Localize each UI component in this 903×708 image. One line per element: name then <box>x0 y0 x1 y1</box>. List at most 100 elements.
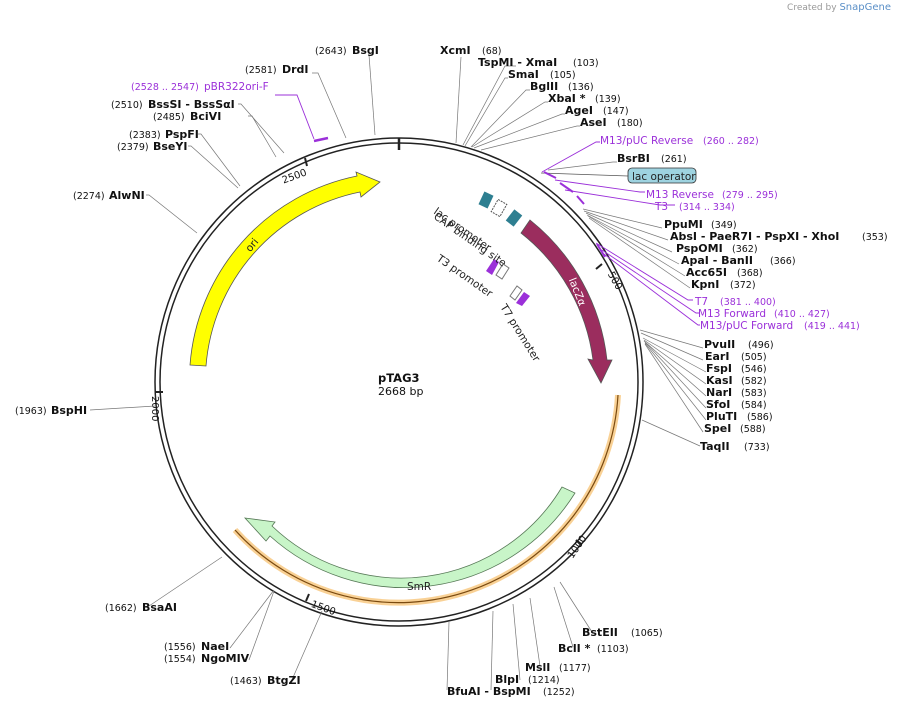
right-restriction-labels: XcmI (68) TspMI - XmaI (103) SmaI (105) … <box>440 44 888 698</box>
site-pvuii: PvuII <box>704 338 735 351</box>
site-blpi-pos: (1214) <box>528 675 560 686</box>
site-pvuii-pos: (496) <box>748 340 774 351</box>
site-bsrbi: BsrBI <box>617 152 650 165</box>
site-xbai: XbaI * <box>548 92 586 105</box>
site-smai-pos: (105) <box>550 70 576 81</box>
site-kpni: KpnI <box>691 278 719 291</box>
site-acc65i-pos: (368) <box>737 268 763 279</box>
site-spei: SpeI <box>704 422 731 435</box>
site-pspfi: PspFI <box>165 128 199 141</box>
primer-pbr322ori-f-pos: (2528 .. 2547) <box>131 82 199 93</box>
site-alwni-pos: (2274) <box>73 191 105 202</box>
site-absi-group-pos: (353) <box>862 232 888 243</box>
site-drdi: DrdI <box>282 63 309 76</box>
site-kpni-pos: (372) <box>730 280 756 291</box>
site-drdi-pos: (2581) <box>245 65 277 76</box>
site-leader-lines <box>89 54 707 691</box>
primer-m13-puc-reverse-pos: (260 .. 282) <box>703 136 759 147</box>
site-taqii-pos: (733) <box>744 442 770 453</box>
site-bsteii-pos: (1065) <box>631 628 663 639</box>
site-naei: NaeI <box>201 640 229 653</box>
scale-tick-1000: 1000 <box>566 534 590 561</box>
site-pspomi: PspOMI <box>676 242 723 255</box>
scale-label-500: 500 <box>605 270 624 292</box>
primer-m13-puc-forward-pos: (419 .. 441) <box>804 321 860 332</box>
site-bseyi: BseYI <box>153 140 187 153</box>
primer-t3-pos: (314 .. 334) <box>679 202 735 213</box>
lac-operator-label: lac operator <box>632 171 696 183</box>
left-restriction-labels: (2643) BsgI (2581) DrdI (2510) BssSI - B… <box>15 44 379 687</box>
site-bseyi-pos: (2379) <box>117 142 149 153</box>
site-ngomiv: NgoMIV <box>201 652 250 665</box>
site-bcivi: BciVI <box>190 110 221 123</box>
site-bglii-pos: (136) <box>568 82 594 93</box>
site-pspfi-pos: (2383) <box>129 130 161 141</box>
site-sfoi-pos: (584) <box>741 400 767 411</box>
primer-pbr322ori-f: pBR322ori-F <box>204 81 269 93</box>
site-xcmi: XcmI <box>440 44 471 57</box>
site-sfoi: SfoI <box>706 398 730 411</box>
site-blpi: BlpI <box>495 673 519 686</box>
site-bglii: BglII <box>530 80 558 93</box>
site-tspmi-xmai: TspMI - XmaI <box>478 56 557 69</box>
site-agei: AgeI <box>565 104 593 117</box>
scale-label-1000: 1000 <box>566 534 590 561</box>
primer-lines <box>275 94 700 326</box>
site-bsteii: BstEII <box>582 626 618 639</box>
site-kasi-pos: (582) <box>741 376 767 387</box>
site-bsaai: BsaAI <box>142 601 177 614</box>
plasmid-name: pTAG3 <box>378 371 420 385</box>
site-fspi-pos: (546) <box>741 364 767 375</box>
lac-operator-box: lac operator <box>540 167 697 184</box>
site-nari-pos: (583) <box>741 388 767 399</box>
site-xbai-pos: (139) <box>595 94 621 105</box>
site-bsssi-pos: (2510) <box>111 100 143 111</box>
site-tspmi-xmai-pos: (103) <box>573 58 599 69</box>
scale-tick-2000: 2000 <box>149 391 163 421</box>
site-apai-banii: ApaI - BanII <box>681 254 753 267</box>
primer-m13-forward-pos: (410 .. 427) <box>774 309 830 320</box>
site-alwni: AlwNI <box>109 189 145 202</box>
site-kasi: KasI <box>706 374 733 387</box>
scale-label-1500: 1500 <box>309 599 337 618</box>
primer-m13-reverse: M13 Reverse <box>646 189 714 201</box>
site-apai-banii-pos: (366) <box>770 256 796 267</box>
site-asei-pos: (180) <box>617 118 643 129</box>
site-bsphi: BspHI <box>51 404 87 417</box>
site-taqii: TaqII <box>700 440 730 453</box>
scale-tick-1500: 1500 <box>305 593 337 618</box>
site-msli: MslI <box>525 661 550 674</box>
site-bfuai-bspmi: BfuAI - BspMI <box>447 685 531 698</box>
primer-m13-puc-forward: M13/pUC Forward <box>700 320 793 332</box>
primer-m13-forward: M13 Forward <box>698 308 766 320</box>
site-btgzi: BtgZI <box>267 674 301 687</box>
site-xcmi-pos: (68) <box>482 46 502 57</box>
watermark-brand: SnapGene <box>839 2 891 13</box>
site-acc65i: Acc65I <box>686 266 727 279</box>
site-agei-pos: (147) <box>603 106 629 117</box>
primer-m13-reverse-pos: (279 .. 295) <box>722 190 778 201</box>
site-bsrbi-pos: (261) <box>661 154 687 165</box>
t3-promoter-glyph <box>486 259 510 280</box>
lac-promoter-glyph <box>478 191 523 227</box>
site-ngomiv-pos: (1554) <box>164 654 196 665</box>
site-asei: AseI <box>580 116 607 129</box>
site-spei-pos: (588) <box>740 424 766 435</box>
site-smai: SmaI <box>508 68 539 81</box>
site-nari: NarI <box>706 386 732 399</box>
site-bsgi: BsgI <box>352 44 379 57</box>
site-bcivi-pos: (2485) <box>153 112 185 123</box>
site-bsaai-pos: (1662) <box>105 603 137 614</box>
site-msli-pos: (1177) <box>559 663 591 674</box>
site-eari: EarI <box>705 350 729 363</box>
feature-smr-label: SmR <box>407 581 431 593</box>
site-bsphi-pos: (1963) <box>15 406 47 417</box>
primer-t7-pos: (381 .. 400) <box>720 297 776 308</box>
site-btgzi-pos: (1463) <box>230 676 262 687</box>
site-bsssi: BssSI - BssSαI <box>148 98 235 111</box>
scale-label-2500: 2500 <box>281 167 309 186</box>
primer-t3: T3 <box>654 201 668 213</box>
snapgene-watermark: Created by SnapGene <box>787 2 891 13</box>
site-ppumi: PpuMI <box>664 218 703 231</box>
